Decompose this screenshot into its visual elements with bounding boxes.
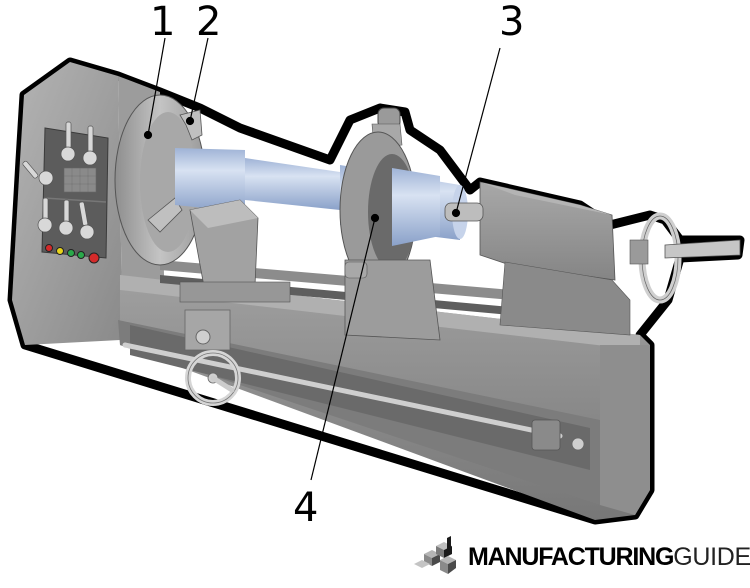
callout-number-3: 3 xyxy=(499,0,525,45)
callout-number-4: 4 xyxy=(293,485,319,531)
indicator-lights xyxy=(45,244,100,264)
callout-number-2: 2 xyxy=(196,0,222,45)
indicator-light-green-2 xyxy=(77,251,85,259)
control-levers xyxy=(22,121,98,240)
tailstock-center xyxy=(444,202,484,222)
logo-cubes-icon xyxy=(414,536,456,574)
chuck-jaw-top xyxy=(179,109,203,141)
indicator-light-yellow xyxy=(56,247,64,255)
logo-icon-spacer xyxy=(414,536,460,578)
control-panel xyxy=(22,121,109,264)
manufacturing-guide-logo: MANUFACTURINGGUIDE xyxy=(414,536,750,578)
tailstock-handwheel xyxy=(629,212,741,304)
callout-leaders xyxy=(143,37,501,481)
chuck xyxy=(114,94,206,266)
logo-brand-light: GUIDE xyxy=(673,542,750,571)
logo-brand-bold: MANUFACTURING xyxy=(468,542,674,571)
emergency-stop-button xyxy=(88,252,100,264)
machine-silhouette-outline xyxy=(7,57,745,525)
tailstock xyxy=(444,181,741,336)
indicator-light-green xyxy=(67,249,75,257)
indicator-light-red xyxy=(45,244,53,252)
callout-number-1: 1 xyxy=(150,0,176,45)
tool-post xyxy=(179,199,291,303)
carriage-handwheel xyxy=(184,309,241,406)
chuck-jaw-bottom xyxy=(147,197,183,233)
logo-wordmark: MANUFACTURINGGUIDE xyxy=(468,543,750,572)
steady-rest xyxy=(339,107,441,341)
